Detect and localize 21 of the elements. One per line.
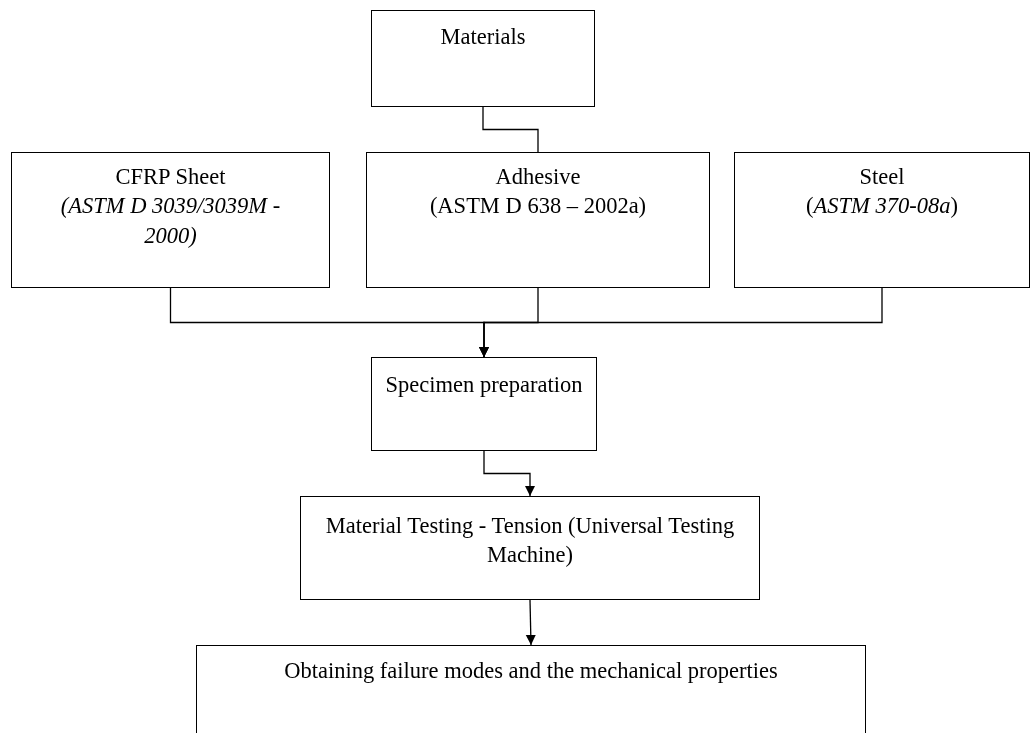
connector-line (482, 106, 539, 153)
process-box (11, 152, 330, 288)
process-box (371, 10, 595, 107)
process-box (734, 152, 1030, 288)
box-title: Obtaining failure modes and the mechanical properties (283, 657, 779, 685)
standard-reference: (ASTM D 3039/3039M - 2000) (59, 192, 282, 250)
standard-reference: (ASTM D 638 – 2002a) (428, 192, 648, 221)
process-box (300, 496, 760, 600)
arrow (483, 450, 535, 497)
box-title: Adhesive (494, 163, 582, 191)
box-title: CFRP Sheet (114, 163, 227, 191)
box-title: Steel (858, 163, 906, 191)
arrow (525, 599, 536, 646)
box-title: Materials (439, 23, 527, 51)
standard-reference: (ASTM 370-08a) (805, 192, 959, 221)
box-title: Material Testing - Tension (Universal Testing Machine) (324, 512, 736, 570)
process-box (196, 645, 866, 733)
box-title: Specimen preparation (384, 371, 584, 399)
process-box (366, 152, 710, 288)
arrow (479, 287, 883, 358)
process-box (371, 357, 597, 451)
